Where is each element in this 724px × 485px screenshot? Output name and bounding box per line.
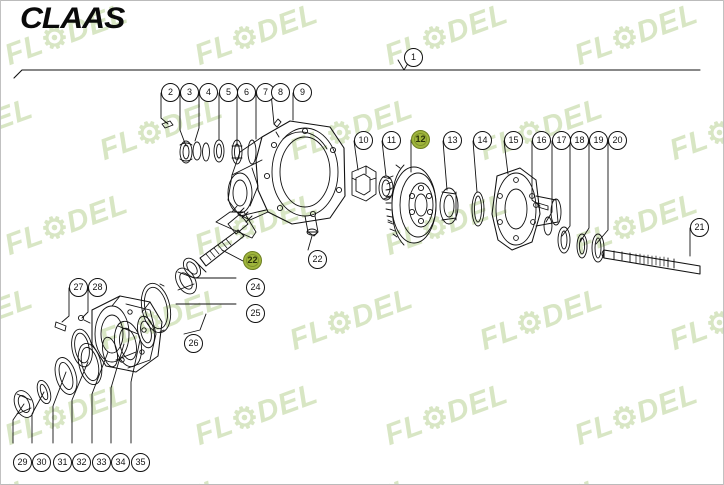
callout-9[interactable]: 9: [293, 83, 312, 102]
callout-26[interactable]: 26: [184, 334, 203, 353]
callout-8[interactable]: 8: [271, 83, 290, 102]
claas-logo: CLAAS: [20, 2, 125, 35]
callout-6[interactable]: 6: [237, 83, 256, 102]
callout-31[interactable]: 31: [53, 453, 72, 472]
callout-30[interactable]: 30: [32, 453, 51, 472]
callout-3[interactable]: 3: [180, 83, 199, 102]
callout-14[interactable]: 14: [473, 131, 492, 150]
callout-24[interactable]: 24: [246, 278, 265, 297]
callout-35[interactable]: 35: [131, 453, 150, 472]
callout-2[interactable]: 2: [161, 83, 180, 102]
callout-20[interactable]: 20: [608, 131, 627, 150]
callout-5[interactable]: 5: [219, 83, 238, 102]
callout-11[interactable]: 11: [382, 131, 401, 150]
callout-4[interactable]: 4: [199, 83, 218, 102]
callout-32[interactable]: 32: [72, 453, 91, 472]
callout-27[interactable]: 27: [69, 278, 88, 297]
callout-10[interactable]: 10: [354, 131, 373, 150]
callout-33[interactable]: 33: [92, 453, 111, 472]
callout-28[interactable]: 28: [88, 278, 107, 297]
callout-19[interactable]: 19: [589, 131, 608, 150]
callout-15[interactable]: 15: [504, 131, 523, 150]
callout-22[interactable]: 22: [308, 250, 327, 269]
callout-34[interactable]: 34: [111, 453, 130, 472]
callout-18[interactable]: 18: [570, 131, 589, 150]
callout-16[interactable]: 16: [532, 131, 551, 150]
callout-25[interactable]: 25: [246, 304, 265, 323]
callout-17[interactable]: 17: [552, 131, 571, 150]
callout-13[interactable]: 13: [443, 131, 462, 150]
callout-1[interactable]: 1: [404, 48, 423, 67]
callout-22[interactable]: 22: [243, 251, 262, 270]
callout-21[interactable]: 21: [690, 218, 709, 237]
callout-29[interactable]: 29: [13, 453, 32, 472]
callout-12[interactable]: 12: [411, 130, 430, 149]
